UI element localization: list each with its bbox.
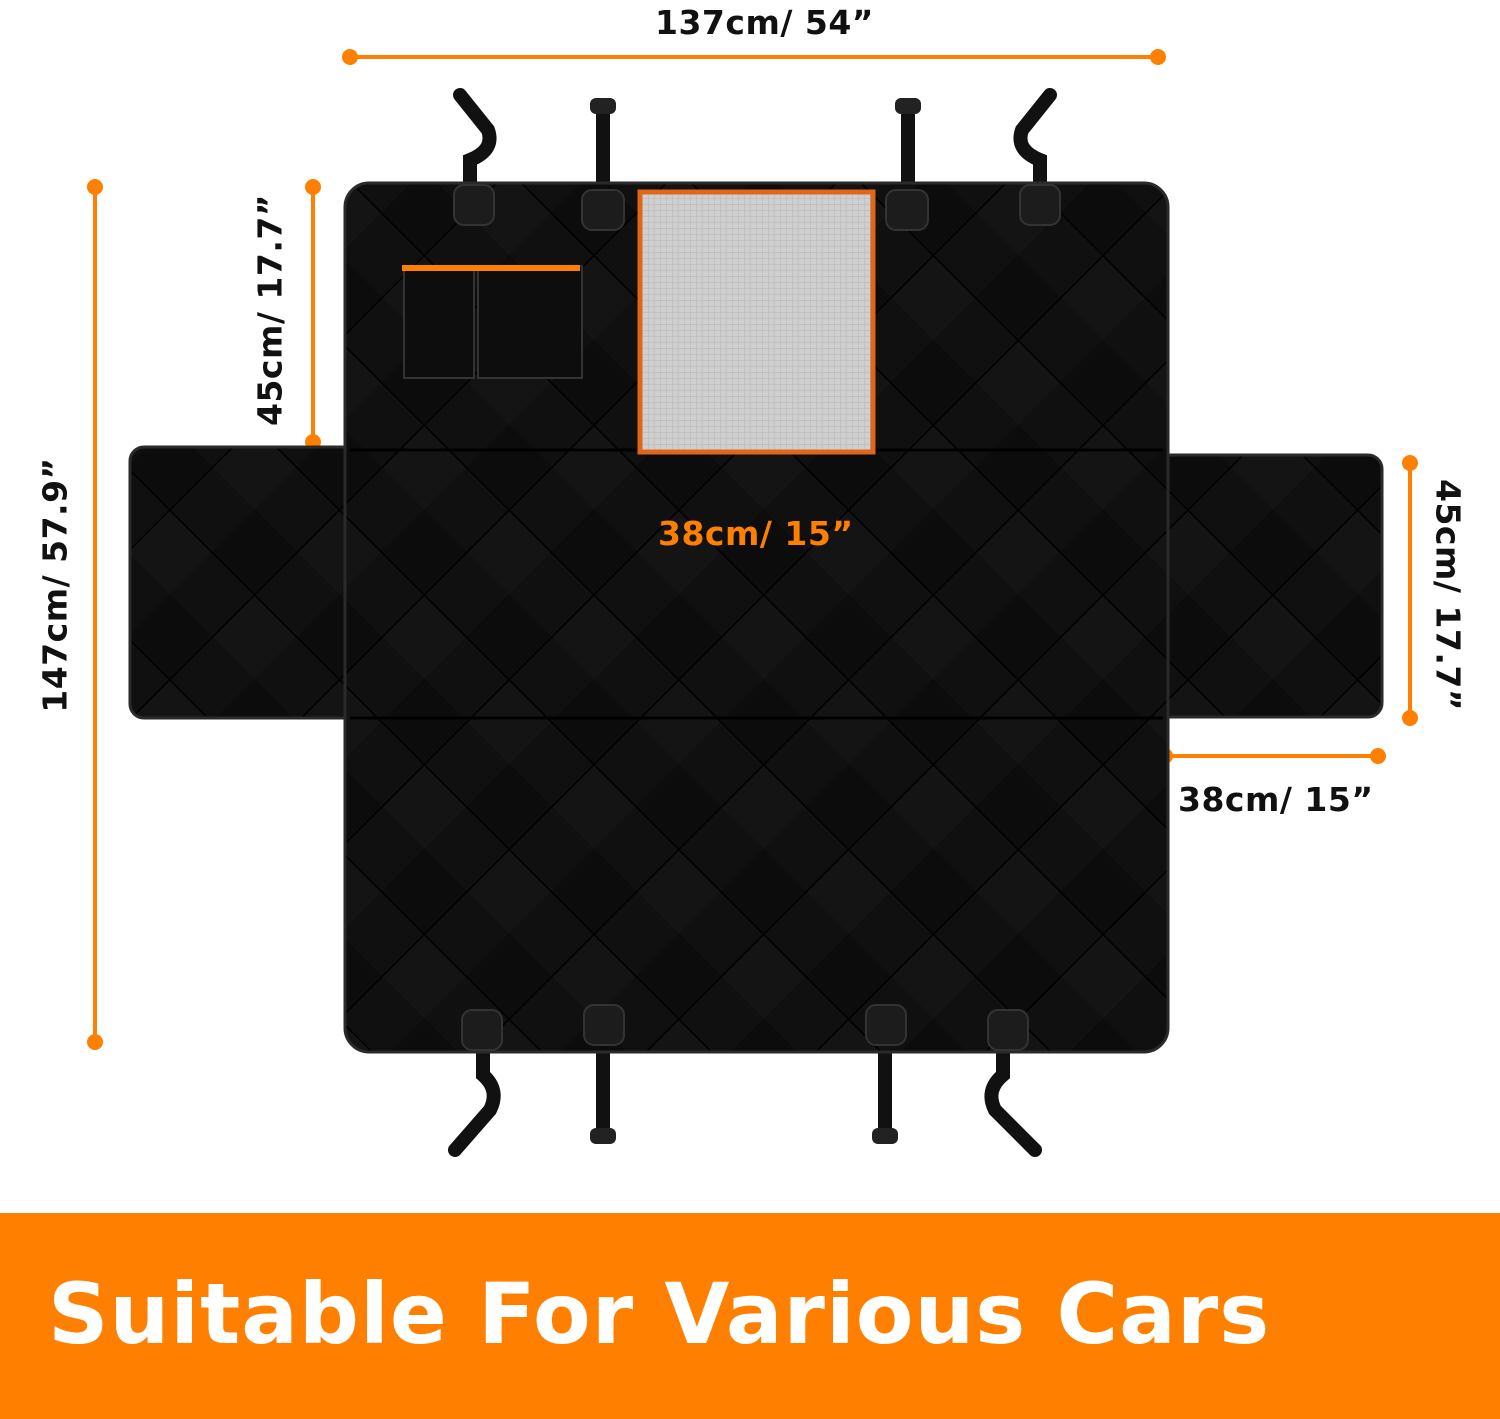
seat-cover-illustration bbox=[87, 49, 1418, 1157]
mesh-width-label: 38cm/ 15” bbox=[658, 514, 854, 553]
anchor-tabs bbox=[453, 184, 1061, 1051]
banner-text: Suitable For Various Cars bbox=[48, 1265, 1271, 1363]
right-side-flap bbox=[1148, 453, 1384, 719]
seat-cover-body bbox=[343, 181, 1170, 1054]
buckles bbox=[590, 98, 921, 1144]
flap-width-label: 38cm/ 15” bbox=[1178, 780, 1374, 819]
backrest-height-label: 45cm/ 17.7” bbox=[250, 193, 290, 427]
mesh-window bbox=[637, 189, 876, 455]
left-side-flap bbox=[128, 445, 362, 720]
total-width-label: 137cm/ 54” bbox=[655, 3, 874, 42]
dimension-lines bbox=[87, 49, 1418, 1050]
total-length-label: 147cm/ 57.9” bbox=[35, 457, 75, 713]
flap-height-label: 45cm/ 17.7” bbox=[1428, 478, 1468, 712]
banner: Suitable For Various Cars bbox=[0, 1213, 1500, 1419]
storage-pockets bbox=[402, 265, 583, 379]
straps bbox=[448, 88, 1057, 1157]
